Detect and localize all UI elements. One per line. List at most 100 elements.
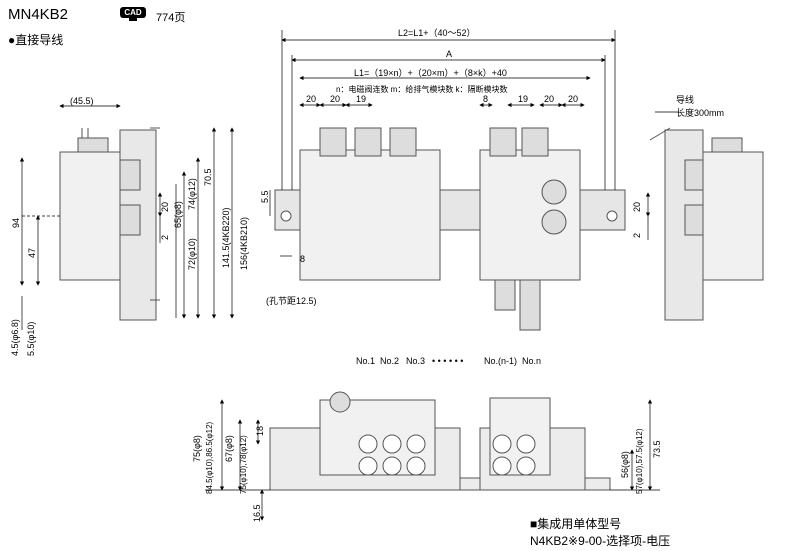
right-manifold-block (479, 149, 581, 281)
left-dimension-labels: (45.5) 94 47 70.5 74(φ12) 72(φ10) 65(φ8)… (10, 96, 249, 356)
footer-title: ■集成用单体型号 (530, 517, 622, 531)
dim-74: 74(φ12) (187, 178, 197, 210)
dim-half-height: 47 (27, 248, 37, 258)
dim-front-19b: 19 (518, 94, 528, 104)
dim-bottom-57: 57(φ10),57.5(φ12) (635, 428, 644, 494)
left-connector (77, 137, 109, 153)
valve-2-connector (354, 127, 382, 157)
valve-1-connector (319, 127, 347, 157)
cad-badge-text: CAD (120, 7, 146, 18)
dim-right-2: 2 (632, 233, 642, 238)
bottom-port-8 (492, 456, 512, 476)
model-title: MN4KB2 (8, 6, 69, 23)
dim-l1: L1=（19×n）+（20×m）+（8×k）+40 (354, 68, 507, 78)
page-reference: 774页 (156, 12, 186, 24)
bottom-port-9 (516, 434, 536, 454)
station-label-n-1: No.(n-1) (484, 356, 517, 366)
station-label-1: No.1 (356, 356, 375, 366)
bottom-port-6 (406, 456, 426, 476)
dim-bottom-73-5: 73.5 (652, 440, 662, 458)
right-side-view (649, 127, 764, 321)
footer-spec: N4KB2※9-00-选择项-电压 (530, 534, 671, 548)
cad-monitor-stand (129, 18, 137, 21)
dim-20: 20 (160, 202, 170, 212)
dim-top-width: (45.5) (70, 96, 94, 106)
left-port-upper (119, 159, 141, 191)
bottom-port-4 (382, 456, 402, 476)
valve-3-connector (389, 127, 417, 157)
valve-n-connector (521, 127, 549, 157)
right-port-lower (684, 204, 704, 236)
dim-a: A (446, 49, 452, 59)
port-circle-upper (541, 179, 567, 205)
dim-4-5: 4.5(φ6.8) (10, 319, 20, 356)
bottom-manual-knob (329, 391, 351, 413)
dim-front-20d: 20 (568, 94, 578, 104)
dim-hole-pitch: (孔节距12.5) (266, 296, 317, 306)
bottom-dimension-labels: No.1 No.2 No.3 • • • • • • No.(n-1) No.n… (192, 356, 662, 522)
dim-front-8b: 8 (300, 254, 305, 264)
right-dimensions (645, 111, 678, 240)
rail-hole-left (280, 210, 292, 222)
right-wire (649, 127, 671, 141)
dim-bottom-84-5: 84.5(φ10),86.5(φ12) (205, 421, 214, 494)
front-dimension-labels: L2=L1+（40～52） A L1=（19×n）+（20×m）+（8×k）+4… (260, 28, 578, 306)
dim-70-5: 70.5 (203, 168, 213, 186)
right-body (702, 151, 764, 281)
dim-bottom-75: 75(φ8) (192, 435, 202, 462)
front-dimensions (269, 30, 616, 257)
bottom-port-7 (492, 434, 512, 454)
station-label-3: No.3 (406, 356, 425, 366)
bottom-dimensions (205, 399, 660, 521)
station-label-n: No.n (522, 356, 541, 366)
dim-front-20b: 20 (330, 94, 340, 104)
bottom-view (269, 391, 611, 491)
left-dimensions (19, 103, 235, 330)
dim-156: 156(4KB210) (239, 217, 249, 270)
dim-bottom-18: 18 (255, 426, 265, 436)
bottom-port-10 (516, 456, 536, 476)
station-label-2: No.2 (380, 356, 399, 366)
dim-front-20c: 20 (544, 94, 554, 104)
bottom-port-1 (358, 434, 378, 454)
dim-bottom-56: 56(φ8) (620, 451, 630, 478)
right-port-upper (684, 159, 704, 191)
dim-72: 72(φ10) (187, 238, 197, 270)
left-body (59, 151, 121, 281)
dim-front-20a: 20 (306, 94, 316, 104)
dim-legend: n：电磁阀连数 m：给排气模块数 k：隔断模块数 (336, 84, 508, 94)
bottom-port-2 (358, 456, 378, 476)
bottom-port-3 (382, 434, 402, 454)
left-manifold-block (299, 149, 441, 281)
dim-5-5: 5.5(φ10) (26, 322, 36, 356)
port-circle-lower (541, 209, 567, 235)
dim-bottom-75b: 75(φ10),78(φ12) (239, 435, 248, 494)
wire-label: 导线 (676, 94, 694, 105)
dim-right-20: 20 (632, 202, 642, 212)
cad-icon[interactable]: CAD (120, 6, 146, 22)
dim-front-19a: 19 (356, 94, 366, 104)
front-fitting-1 (494, 279, 516, 311)
station-ellipsis: • • • • • • (432, 356, 463, 366)
front-view (274, 127, 626, 331)
wire-length: 长度300mm (676, 107, 724, 118)
bottom-port-5 (406, 434, 426, 454)
dim-65: 65(φ8) (173, 201, 183, 228)
left-port-lower (119, 204, 141, 236)
right-connector (711, 137, 743, 153)
dim-front-5-5: 5.5 (260, 190, 270, 203)
valve-n1-connector (489, 127, 517, 157)
left-side-view (59, 127, 160, 321)
dim-overall-height: 94 (11, 218, 21, 228)
dim-l2: L2=L1+（40～52） (398, 28, 476, 38)
dim-141-5: 141.5(4KB220) (221, 207, 231, 268)
wiring-subtitle: ●直接导线 (8, 33, 64, 47)
right-dimension-labels: 导线 长度300mm 20 2 (632, 94, 724, 238)
dim-2: 2 (160, 235, 170, 240)
rail-hole-right (606, 210, 618, 222)
dim-front-8: 8 (483, 94, 488, 104)
dim-bottom-16-5: 16.5 (252, 504, 262, 522)
dim-bottom-67: 67(φ8) (224, 435, 234, 462)
front-fitting-2 (519, 279, 541, 331)
